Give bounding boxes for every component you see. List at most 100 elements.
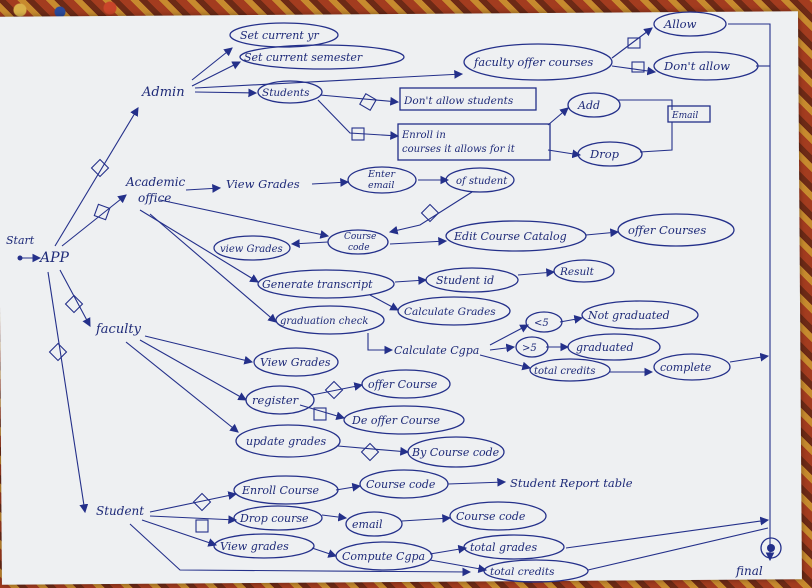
decision-diamond-deoffer bbox=[313, 407, 327, 421]
decision-diamond-dontallow bbox=[631, 61, 645, 73]
edge-ao-viewgrades bbox=[185, 184, 222, 193]
label-academic-2: office bbox=[138, 191, 171, 205]
label-gt5: >5 bbox=[522, 343, 537, 354]
edge-cgpa-totalcredits bbox=[479, 354, 532, 371]
label-view-grades-fac: View Grades bbox=[260, 356, 331, 369]
shape-graduation-check bbox=[275, 305, 385, 335]
shape-edit-course-catalog bbox=[445, 220, 587, 252]
edge-viewgrades-email bbox=[311, 178, 350, 187]
edge-email-coursecode bbox=[401, 514, 452, 523]
shape-register bbox=[245, 385, 315, 415]
label-by-course-code: By Course code bbox=[411, 446, 500, 459]
edge-transcript-studentid bbox=[394, 276, 428, 285]
shape-email-st bbox=[345, 511, 403, 537]
edge-app-faculty bbox=[59, 269, 91, 327]
label-not-graduated: Not graduated bbox=[587, 309, 670, 322]
edge-app-admin bbox=[54, 107, 139, 247]
decision-diamond-student bbox=[48, 342, 68, 362]
label-offer-courses: offer Courses bbox=[628, 223, 706, 237]
shape-de-offer-course bbox=[343, 405, 465, 435]
edge-register-deoffer bbox=[299, 404, 346, 421]
edge-viewgrades-cgpa bbox=[311, 547, 338, 558]
shape-students bbox=[257, 80, 323, 104]
shape-final-dot bbox=[767, 544, 775, 552]
label-offer-course: offer Course bbox=[368, 378, 438, 391]
shape-set-current-semester bbox=[239, 44, 405, 70]
shape-dont-allow-students bbox=[399, 87, 537, 111]
label-result: Result bbox=[559, 266, 595, 278]
edge-admin-students bbox=[194, 88, 258, 98]
edge-st-drop bbox=[149, 515, 238, 525]
shape-update-grades bbox=[235, 424, 341, 458]
edge-drop-email bbox=[639, 122, 673, 153]
label-enter-email-2: email bbox=[368, 180, 394, 191]
shapes bbox=[17, 11, 782, 583]
label-email-st: email bbox=[352, 518, 383, 531]
label-de-offer-course: De offer Course bbox=[351, 414, 441, 427]
edge-cgpa-gt5 bbox=[489, 343, 516, 353]
label-set-current-yr: Set current yr bbox=[240, 29, 319, 42]
edge-app-academic bbox=[61, 194, 127, 247]
edge-coursecode-viewgrades bbox=[290, 239, 329, 248]
decision-diamond-bycode bbox=[360, 442, 380, 462]
label-email-box: Email bbox=[671, 111, 698, 121]
label-admin: Admin bbox=[141, 85, 185, 100]
shape-start-dot bbox=[17, 255, 23, 261]
shape-course-code-st bbox=[359, 469, 449, 499]
label-total-credits-st: total credits bbox=[490, 566, 555, 578]
label-total-grades: total grades bbox=[470, 541, 537, 554]
label-compute-cgpa: Compute Cgpa bbox=[342, 550, 425, 563]
label-calculate-grades: Calculate Grades bbox=[404, 306, 496, 318]
label-faculty-offer-courses: faculty offer courses bbox=[473, 55, 593, 69]
edge-drop-email bbox=[321, 512, 348, 522]
edge-fac-register bbox=[139, 339, 247, 401]
decision-diamond-admin bbox=[90, 158, 110, 178]
decision-diamond-students-a bbox=[359, 93, 377, 111]
edge-offer-allow bbox=[611, 27, 653, 59]
shape-view-grades-fac bbox=[253, 347, 339, 377]
shape-drop-course bbox=[233, 505, 323, 531]
edge-allow-final bbox=[728, 23, 775, 562]
edge-st-enroll bbox=[149, 491, 238, 513]
diamonds bbox=[48, 37, 645, 533]
label-update-grades: update grades bbox=[246, 435, 327, 448]
label-enter-email-1: Enter bbox=[367, 169, 396, 180]
edge-admin-sem bbox=[191, 61, 241, 87]
label-dont-allow: Don't allow bbox=[663, 59, 730, 73]
decision-diamond-enroll bbox=[192, 492, 212, 512]
shape-email-box bbox=[667, 105, 711, 123]
edge-coursecode-edit bbox=[389, 237, 448, 246]
label-of-student: of student bbox=[456, 176, 508, 187]
label-lt5: <5 bbox=[534, 318, 549, 329]
edge-ao-coursecode bbox=[159, 199, 330, 239]
edge-enroll-add bbox=[547, 107, 569, 126]
label-start: Start bbox=[6, 234, 35, 247]
edge-gradcheck-cgpa bbox=[367, 333, 394, 355]
edge-enroll-coursecode bbox=[335, 482, 362, 492]
label-edit-course-catalog: Edit Course Catalog bbox=[453, 230, 567, 243]
edge-transcript-calcgrades bbox=[369, 294, 399, 311]
label-add: Add bbox=[577, 99, 600, 112]
edge-st-viewgrades bbox=[141, 519, 218, 547]
label-view-grades-oval: view Grades bbox=[220, 244, 283, 255]
edge-ofstudent-coursecode bbox=[388, 191, 473, 235]
decision-diamond-academic bbox=[93, 203, 111, 221]
shape-result bbox=[553, 259, 615, 283]
edge-studentid-result bbox=[517, 268, 556, 278]
edge-ao-gradcheck bbox=[149, 213, 277, 323]
edge-admin-yr bbox=[191, 47, 233, 81]
shape-total-grades bbox=[463, 534, 565, 560]
label-complete: complete bbox=[660, 361, 712, 374]
label-student-id: Student id bbox=[436, 274, 494, 287]
shape-allow bbox=[653, 11, 727, 37]
shape-dont-allow bbox=[653, 51, 759, 81]
shape-add bbox=[567, 92, 621, 118]
shape-offer-course bbox=[361, 369, 451, 399]
shape-enroll-course bbox=[233, 475, 339, 505]
shape-course-code bbox=[327, 229, 389, 255]
shape-drop bbox=[577, 141, 643, 167]
label-course-code-1: Course bbox=[344, 232, 376, 242]
labels: Start APP Admin Academic office faculty … bbox=[6, 17, 763, 578]
shape-faculty-offer-courses bbox=[463, 43, 613, 81]
label-dont-allow-students: Don't allow students bbox=[403, 95, 514, 107]
